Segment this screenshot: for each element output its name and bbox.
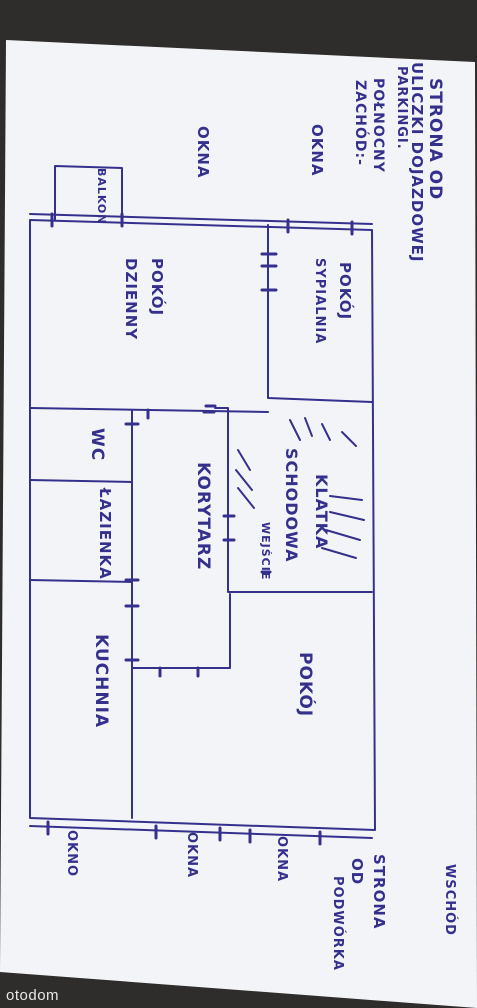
staircase-label-2: SCHODOWA [282,448,301,562]
outer-wall [29,219,376,831]
staircase-mark [321,495,365,559]
door-mark [260,252,278,292]
paper-sheet [0,40,477,1008]
bedroom-walls [267,224,373,403]
corridor-label: KORYTARZ [193,462,213,570]
street-side-note-3: PARKINGI. [394,66,409,150]
site-watermark: otodom [6,987,60,1004]
corridor-top-wall [214,407,373,593]
corridor-bottom-wall [131,593,231,669]
window-mark [50,212,354,236]
courtyard-note-1: STRONA [370,854,388,930]
courtyard-note-3: PODWÓRKA [330,876,346,971]
window-label-top-bedroom: OKNA [308,124,326,177]
entrance-label: WEJŚCIE [259,522,272,580]
bath-kitchen-wall [29,579,133,583]
door-mark [146,404,217,420]
staircase-label-1: KLATKA [312,474,331,549]
staircase-mark [289,417,357,447]
window-label-bottom-room-left: OKNA [184,832,199,878]
living-room-label-2: DZIENNY [122,258,140,340]
room-label: POKÓJ [295,652,317,717]
west-note-2: ZACHÓD:- [352,80,370,166]
window-label-top-living: OKNA [194,126,212,179]
door-mark [124,422,140,662]
east-note: WSCHÓD [442,864,458,936]
balcony-label: BALKON [95,168,108,225]
bathroom-label: ŁAZIENKA [96,487,114,580]
balcony-outline [54,165,123,223]
window-label-bottom-kitchen: OKNO [64,830,79,877]
west-note-1: POŁNOCNY [370,78,386,173]
door-mark [158,666,200,678]
wc-label: WC [87,428,107,461]
bedroom-label-2: SYPIALNIA [312,258,327,344]
street-side-note-1: STRONA OD [425,78,445,200]
living-room-label-1: POKÓJ [148,258,167,316]
window-mark [46,820,322,846]
courtyard-note-2: OD [348,858,366,885]
door-mark [222,514,272,574]
wc-bath-wall [29,479,133,483]
kitchen-label: KUCHNIA [91,634,111,728]
bedroom-label-1: POKÓJ [336,262,355,320]
top-window-wall [29,213,373,225]
street-side-note-2: ULICZKI DOJAZDOWEJ [408,62,426,262]
window-label-bottom-room-right: OKNA [274,836,289,882]
staircase-mark [235,449,255,509]
bottom-window-wall [29,825,373,839]
